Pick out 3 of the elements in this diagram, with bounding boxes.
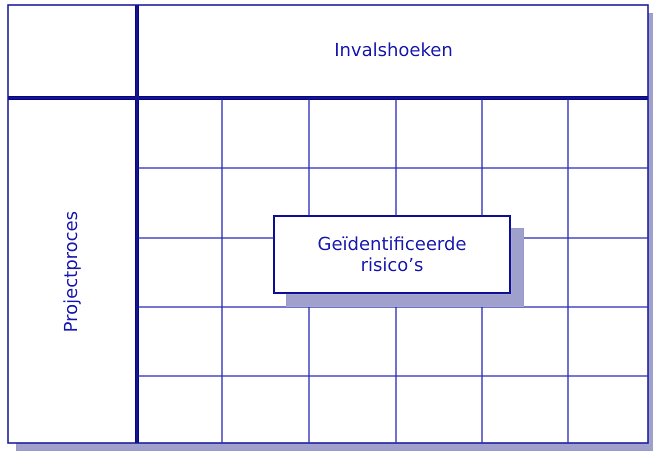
row-header-label: Projectproces bbox=[61, 210, 82, 332]
column-header-label: Invalshoeken bbox=[334, 40, 453, 61]
box-label: Geïdentificeerde risico’s bbox=[316, 234, 468, 276]
